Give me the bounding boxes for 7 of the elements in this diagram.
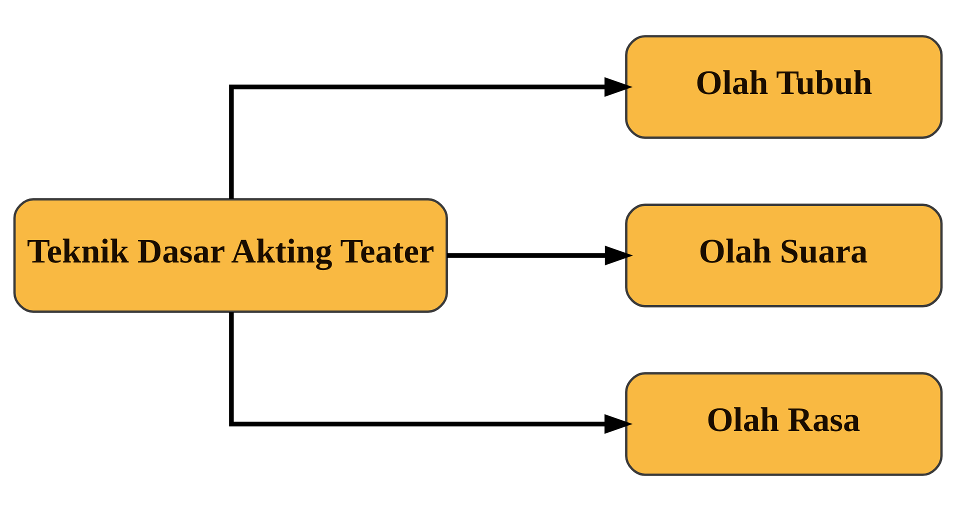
node-box: Olah Rasa (625, 372, 943, 476)
arrow (229, 77, 633, 199)
arrow (446, 246, 634, 266)
node-box: Teknik Dasar Akting Teater (13, 198, 448, 313)
arrow (229, 312, 633, 434)
node-box: Olah Tubuh (625, 35, 943, 139)
node-box: Olah Suara (625, 204, 943, 308)
